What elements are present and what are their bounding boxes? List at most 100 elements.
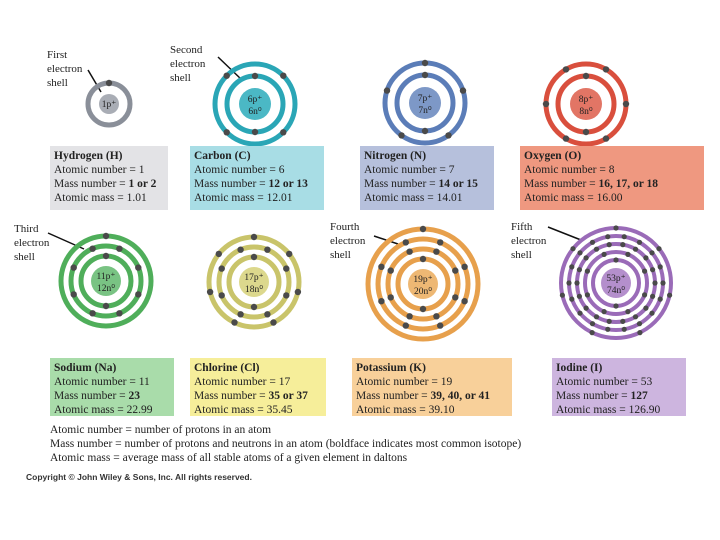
electron xyxy=(459,87,467,94)
electron xyxy=(601,251,607,257)
electron xyxy=(383,87,391,94)
electron xyxy=(89,245,96,252)
atom-potassium: 19p⁺20n⁰ xyxy=(365,225,481,342)
electron xyxy=(667,292,673,298)
atomic-mass: Atomic mass = 1.01 xyxy=(54,192,147,204)
electron xyxy=(625,309,631,315)
electron xyxy=(613,257,619,263)
electron xyxy=(620,242,626,248)
electron xyxy=(650,267,656,273)
electron xyxy=(642,292,648,298)
proton-count-label: 19p⁺ xyxy=(413,275,432,285)
electron xyxy=(657,296,663,302)
electron xyxy=(637,330,643,336)
element-name: Nitrogen (N) xyxy=(364,150,427,162)
electron xyxy=(593,246,600,252)
electron xyxy=(421,127,429,135)
copyright-notice: Copyright © John Wiley & Sons, Inc. All … xyxy=(26,472,252,482)
electron xyxy=(656,246,662,252)
electron xyxy=(576,267,583,273)
electron xyxy=(218,292,225,299)
electron xyxy=(280,72,287,79)
electron xyxy=(583,255,589,261)
proton-count-label: 11p⁺ xyxy=(97,272,116,282)
atomic-mass: Atomic mass = 12.01 xyxy=(194,192,293,204)
electron xyxy=(461,263,468,270)
electron xyxy=(250,233,258,241)
electron xyxy=(636,321,643,327)
electron xyxy=(421,59,429,67)
atom-iodine: 53p⁺74n⁰ xyxy=(559,225,673,340)
electron xyxy=(613,303,619,309)
atom-sodium: 11p⁺12n⁰ xyxy=(58,232,154,329)
electron xyxy=(406,248,413,255)
electron xyxy=(643,305,649,311)
common-isotope-mass: 39, 40, or 41 xyxy=(430,390,491,402)
electron xyxy=(270,319,277,326)
electron xyxy=(237,246,244,253)
proton-count-label: 8p⁺ xyxy=(579,95,594,105)
electron xyxy=(445,132,452,139)
electron xyxy=(652,280,658,286)
electron xyxy=(251,128,259,136)
atomic-number: Atomic number = 11 xyxy=(54,376,150,388)
electron xyxy=(605,234,611,240)
electron xyxy=(89,310,96,317)
electron xyxy=(452,294,459,301)
atomic-number: Atomic number = 6 xyxy=(194,164,285,176)
electron xyxy=(102,302,110,310)
leader-fifth-shell xyxy=(547,226,582,241)
electron xyxy=(562,66,570,73)
common-isotope-mass: 14 or 15 xyxy=(438,178,478,190)
atomic-number: Atomic number = 53 xyxy=(556,376,653,388)
electron xyxy=(606,318,612,324)
electron xyxy=(452,267,459,274)
proton-count-label: 7p⁺ xyxy=(418,94,433,104)
electron-shell-2 xyxy=(216,244,292,320)
proton-count-label: 6p⁺ xyxy=(248,95,263,105)
mass-number: Mass number = 14 or 15 xyxy=(364,178,478,190)
atomic-number: Atomic number = 7 xyxy=(364,164,455,176)
electron xyxy=(231,319,238,326)
element-name: Iodine (I) xyxy=(556,362,603,374)
electron xyxy=(105,79,113,87)
atomic-mass: Atomic mass = 16.00 xyxy=(524,192,623,204)
electron xyxy=(70,264,77,271)
atomic-mass: Atomic mass = 39.10 xyxy=(356,404,455,416)
electron xyxy=(621,326,627,332)
atom-chlorine: 17p⁺18n⁰ xyxy=(206,233,302,330)
mass-number: Mass number = 35 or 37 xyxy=(194,390,308,402)
electron xyxy=(649,250,655,256)
neutron-count-label: 8n⁰ xyxy=(579,106,593,117)
electron xyxy=(264,311,271,318)
proton-count-label: 1p⁺ xyxy=(102,100,117,110)
common-isotope-mass: 127 xyxy=(630,390,648,402)
mass-number: Mass number = 12 or 13 xyxy=(194,178,308,190)
electron xyxy=(582,72,590,80)
electron xyxy=(433,313,440,320)
mass-number: Mass number = 1 or 2 xyxy=(54,178,157,190)
electron xyxy=(622,100,630,108)
electron xyxy=(387,267,394,274)
proton-count-label: 53p⁺ xyxy=(606,274,625,284)
electron xyxy=(250,303,258,311)
electron xyxy=(657,264,663,270)
electron xyxy=(283,292,290,299)
electron xyxy=(387,294,394,301)
atom-nitrogen: 7p⁺7n⁰ xyxy=(382,59,468,146)
atom-oxygen: 8p⁺8n⁰ xyxy=(542,61,630,147)
footnote-atomic-mass: Atomic mass = average mass of all stable… xyxy=(50,452,408,464)
electron xyxy=(419,225,427,233)
electron xyxy=(398,132,405,139)
electron xyxy=(251,72,259,80)
electron xyxy=(569,296,575,302)
nucleus xyxy=(570,88,602,120)
